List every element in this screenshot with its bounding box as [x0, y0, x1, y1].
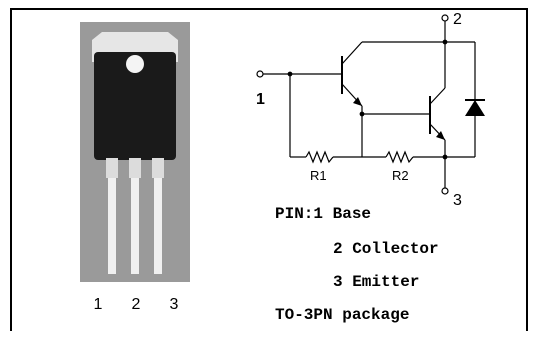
q1-emitter-arrow: [353, 97, 362, 106]
lead-collector-shoulder: [129, 158, 141, 178]
pinout-line-collector: 2 Collector: [333, 240, 439, 258]
schematic-label-emitter: 3: [453, 192, 462, 209]
package-pin-label-2: 2: [131, 296, 141, 313]
lead-emitter: [154, 178, 162, 274]
package-pin-label-3: 3: [169, 296, 179, 313]
resistor-label-r1: R1: [310, 168, 327, 183]
emitter-terminal-node: [441, 187, 449, 195]
schematic-label-base: 1: [256, 91, 265, 108]
package-pin-label-1: 1: [93, 296, 103, 313]
schematic-label-collector: 2: [453, 11, 462, 28]
lead-emitter-shoulder: [152, 158, 164, 178]
resistor-r1: [305, 150, 334, 164]
q1-collector-leg: [341, 41, 363, 65]
lead-base: [108, 178, 116, 274]
resistor-r2: [385, 150, 414, 164]
diagram-frame: [10, 8, 528, 331]
mounting-hole-center: [126, 55, 144, 73]
pinout-line-package: TO-3PN package: [275, 306, 410, 324]
pinout-line-emitter: 3 Emitter: [333, 273, 420, 291]
collector-terminal-node: [441, 14, 449, 22]
transistor-package-illustration: [80, 22, 190, 282]
lead-collector: [131, 178, 139, 274]
q2-collector-leg: [429, 87, 446, 105]
package-body: [94, 52, 176, 160]
diode-triangle: [465, 100, 485, 116]
q2-emitter-arrow: [436, 131, 445, 140]
pinout-line-base: PIN:1 Base: [275, 205, 372, 223]
base-terminal-node: [256, 70, 264, 78]
resistor-label-r2: R2: [392, 168, 409, 183]
lead-base-shoulder: [106, 158, 118, 178]
